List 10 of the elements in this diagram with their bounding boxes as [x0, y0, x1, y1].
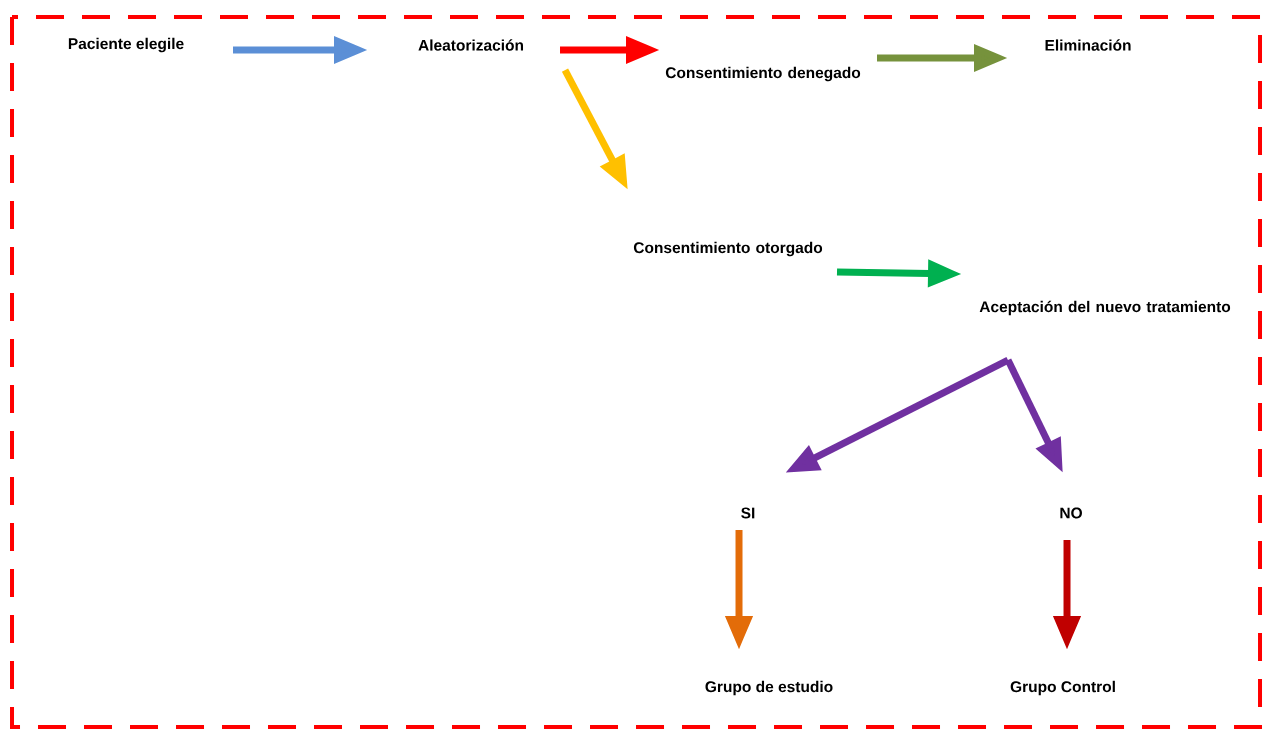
node-label: Paciente elegile — [68, 37, 184, 53]
node-label: SI — [741, 507, 755, 519]
node-label: Aleatorización — [418, 39, 523, 51]
node-label: Grupo Control — [1010, 680, 1115, 696]
node-label: Aceptación del nuevo tratamiento — [979, 300, 1231, 316]
node-label: Consentimiento denegado — [665, 66, 861, 82]
node-label: Eliminación — [1045, 39, 1131, 51]
node-label: Grupo de estudio — [705, 680, 833, 696]
node-label: NO — [1060, 507, 1082, 519]
node-label: Consentimiento otorgado — [633, 241, 823, 257]
